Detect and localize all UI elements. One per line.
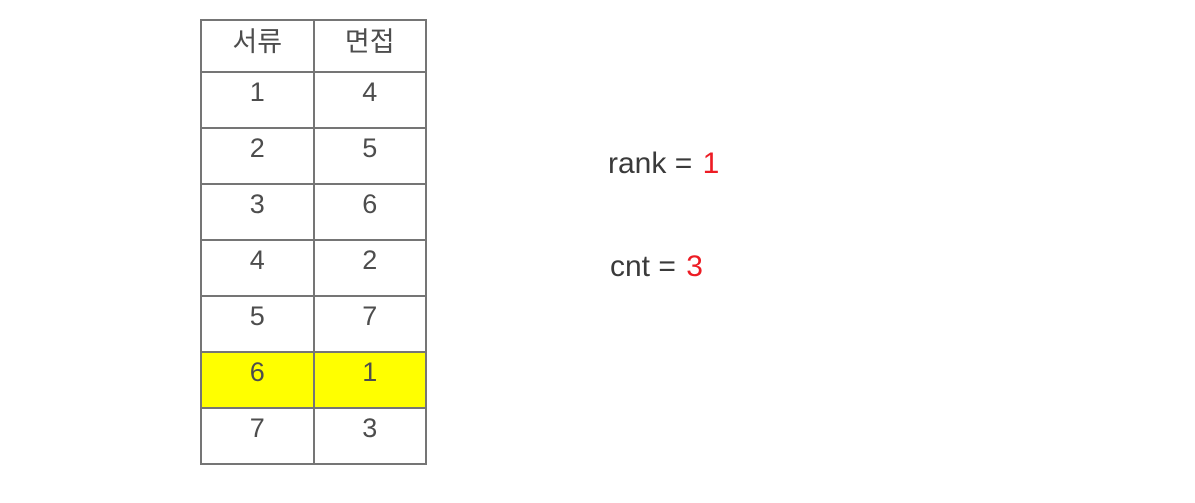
table-header-row: 서류 면접 bbox=[200, 19, 427, 73]
cell-interview: 1 bbox=[312, 351, 427, 409]
table-row: 3 6 bbox=[200, 183, 427, 241]
cell-interview: 6 bbox=[312, 183, 427, 241]
cell-docs: 3 bbox=[200, 183, 315, 241]
cnt-label: cnt = bbox=[610, 250, 685, 283]
cell-interview: 5 bbox=[312, 127, 427, 185]
cell-interview: 3 bbox=[312, 407, 427, 465]
cell-docs: 6 bbox=[200, 351, 315, 409]
table-row: 7 3 bbox=[200, 407, 427, 465]
table-row-highlighted: 6 1 bbox=[200, 351, 427, 409]
cell-docs: 7 bbox=[200, 407, 315, 465]
table-row: 2 5 bbox=[200, 127, 427, 185]
rank-table: 서류 면접 1 4 2 5 3 6 4 2 5 7 bbox=[200, 19, 427, 465]
table-row: 4 2 bbox=[200, 239, 427, 297]
rank-value: 1 bbox=[702, 147, 720, 180]
cnt-value: 3 bbox=[686, 250, 703, 283]
cell-docs: 2 bbox=[200, 127, 315, 185]
rank-label: rank = bbox=[608, 147, 701, 180]
table-row: 5 7 bbox=[200, 295, 427, 353]
cell-interview: 4 bbox=[312, 71, 427, 129]
table-header-docs: 서류 bbox=[200, 19, 315, 73]
table-row: 1 4 bbox=[200, 71, 427, 129]
cnt-annotation: cnt = 3 bbox=[610, 252, 703, 282]
rank-annotation: rank = 1 bbox=[608, 149, 719, 179]
cell-docs: 1 bbox=[200, 71, 315, 129]
cell-docs: 5 bbox=[200, 295, 315, 353]
cell-interview: 2 bbox=[312, 239, 427, 297]
cell-docs: 4 bbox=[200, 239, 315, 297]
cell-interview: 7 bbox=[312, 295, 427, 353]
table-header-interview: 면접 bbox=[312, 19, 427, 73]
